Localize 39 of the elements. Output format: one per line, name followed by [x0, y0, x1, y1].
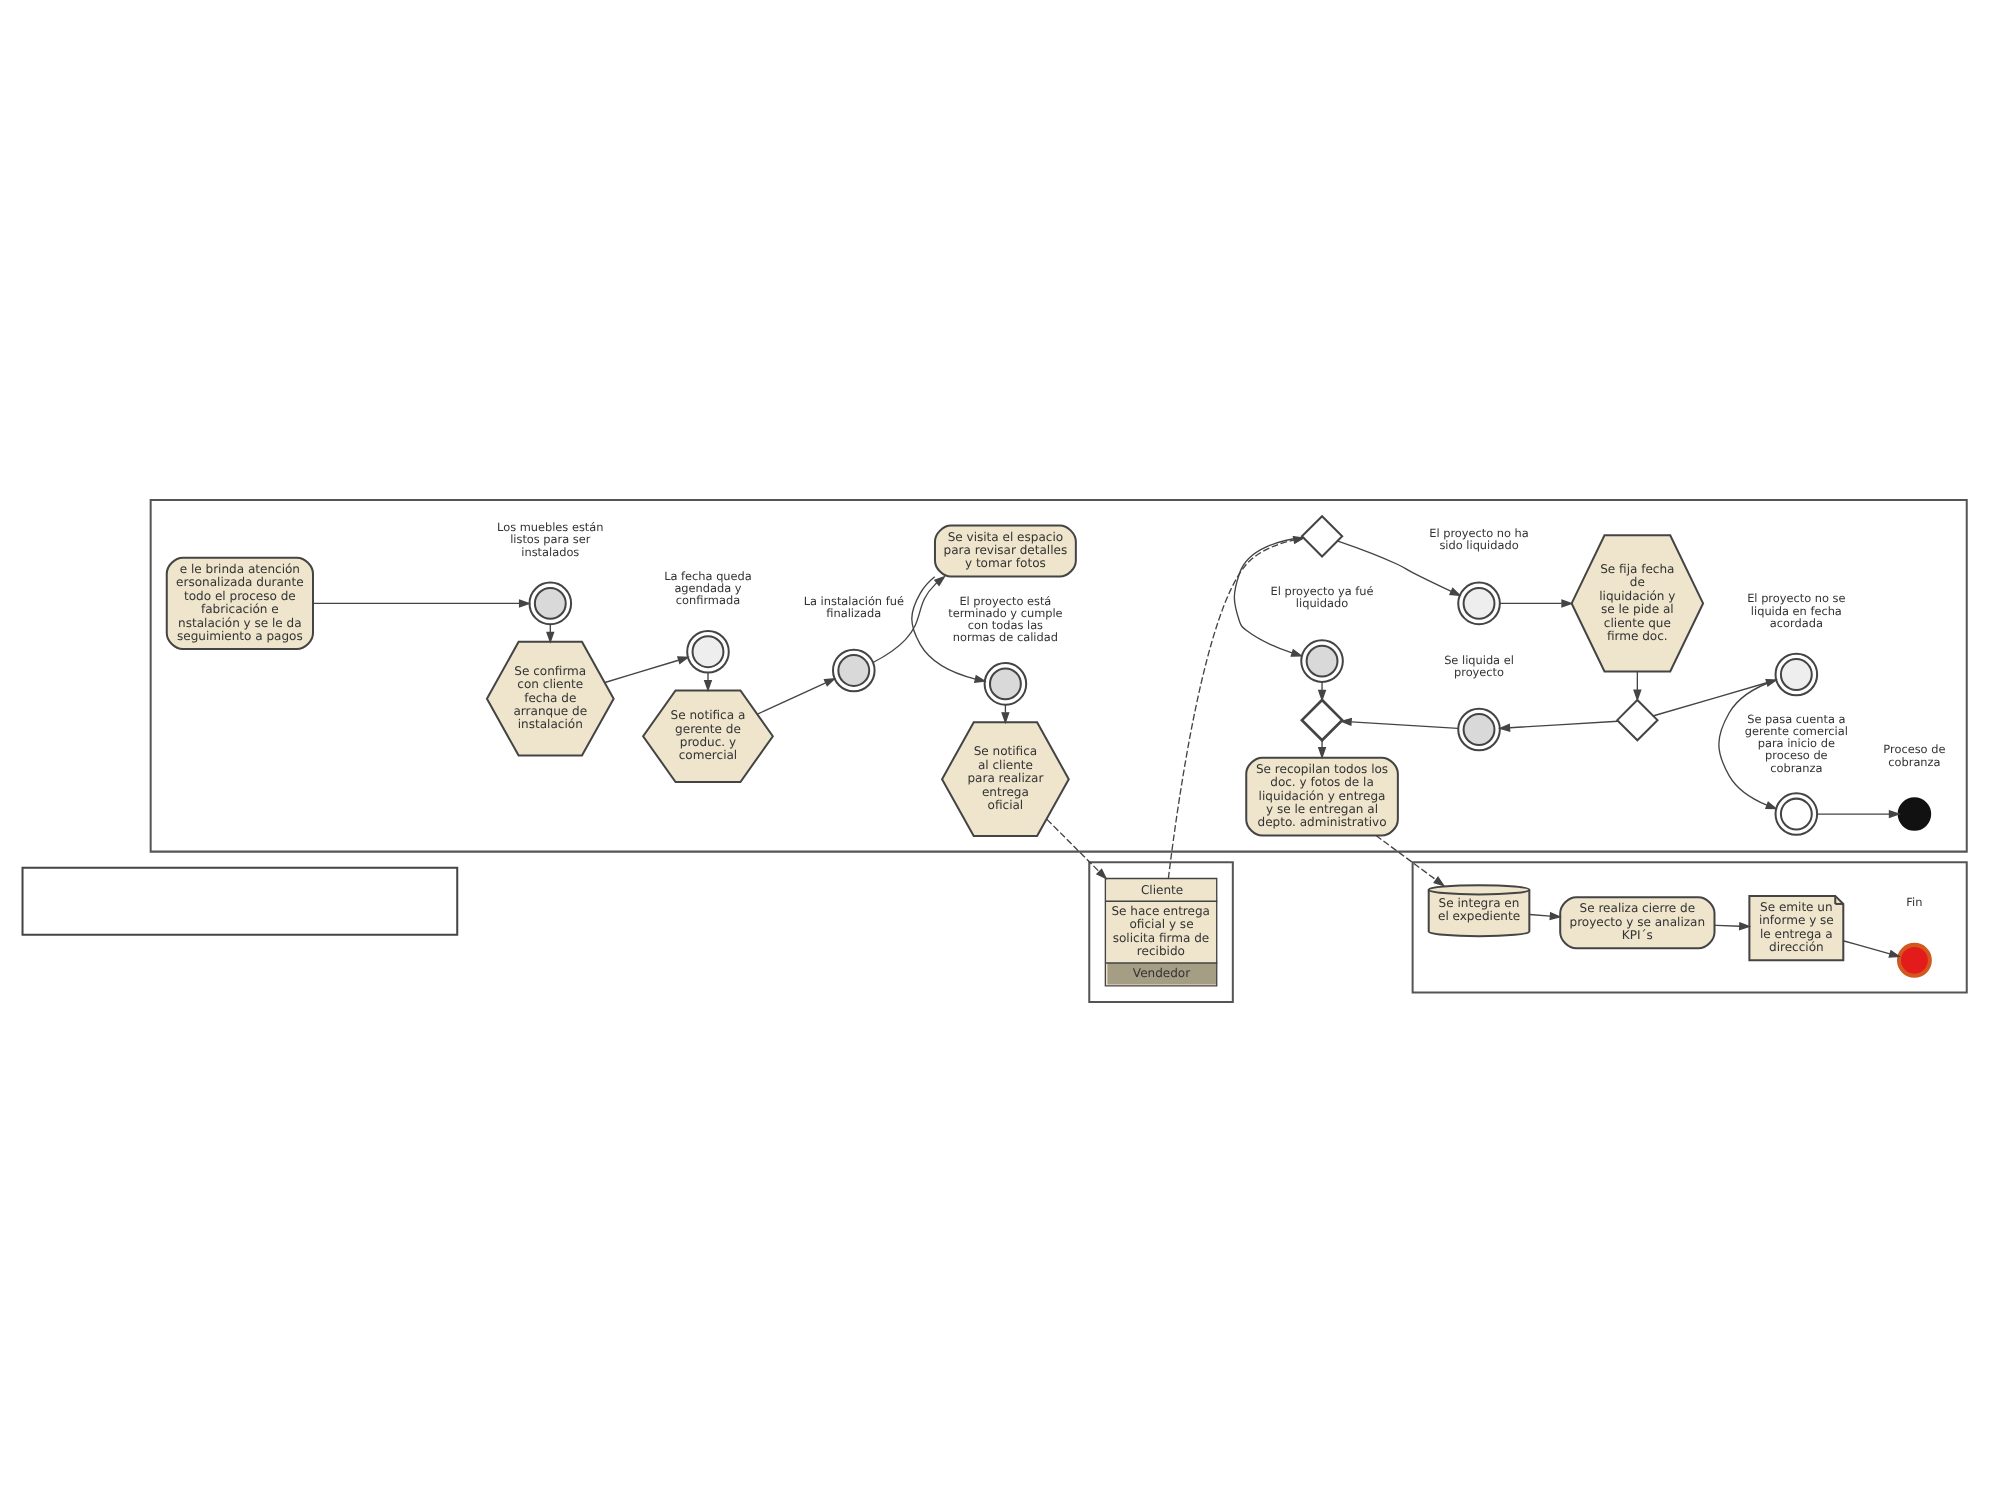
arrow: [1843, 939, 1902, 957]
arrow: [1528, 910, 1562, 920]
arrow: [604, 655, 690, 683]
node-circle: [1774, 651, 1819, 696]
node-band: [21, 865, 459, 935]
node-circle: [1774, 791, 1819, 835]
cluster: [1088, 860, 1234, 1002]
arrow: [1633, 669, 1642, 701]
cluster: [149, 498, 1968, 852]
arrow: [312, 598, 531, 607]
arrow: [1816, 808, 1901, 818]
arrow: [1233, 535, 1304, 656]
node-diamond: [1300, 697, 1345, 742]
arrow: [1046, 817, 1108, 879]
arrow: [1498, 719, 1619, 731]
node-diamond: [1615, 697, 1659, 741]
arrow: [1317, 680, 1327, 701]
arrow: [1375, 833, 1446, 886]
arrow: [703, 671, 713, 692]
arrow: [1339, 716, 1459, 728]
node-circle: [832, 647, 876, 692]
cluster: [1411, 860, 1968, 993]
node-circle: [1457, 580, 1501, 625]
arrow: [872, 574, 946, 663]
node-circle: [528, 580, 573, 625]
node-circle: [1300, 638, 1344, 682]
arrow: [1337, 539, 1462, 596]
arrow: [1713, 920, 1752, 930]
arrow: [1167, 534, 1306, 878]
node-circle: [1457, 706, 1501, 751]
node-diamond: [1300, 513, 1344, 557]
arrow: [1317, 738, 1327, 759]
node-circle: [1897, 796, 1932, 830]
arrow: [911, 575, 987, 683]
node-circle: [686, 628, 730, 673]
arrow: [756, 676, 837, 714]
arrow: [1499, 598, 1574, 607]
node-circle: [1896, 941, 1932, 977]
node-circle: [983, 661, 1028, 705]
